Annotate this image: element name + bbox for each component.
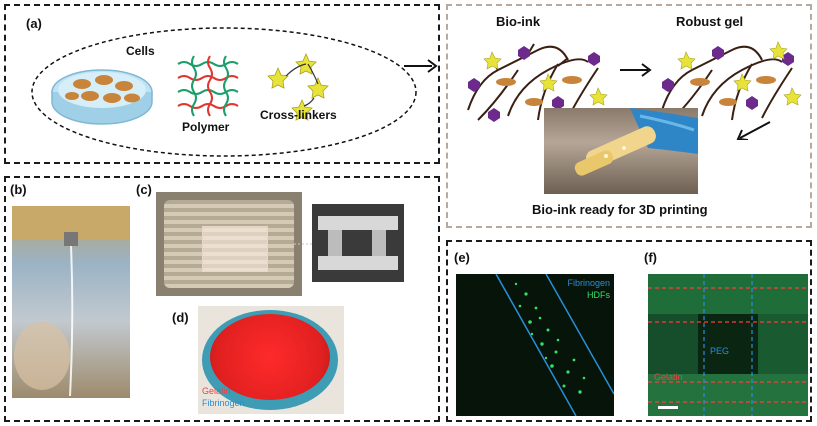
bioink-cells xyxy=(496,76,582,106)
bioink-to-gel-arrow-icon xyxy=(620,63,652,77)
panel-a-tag: (a) xyxy=(26,16,42,31)
panel-c-zoom-photo xyxy=(312,204,404,282)
panel-a-illustration xyxy=(31,27,417,157)
gel-network xyxy=(661,45,793,121)
panel-c-scaffold-photo xyxy=(156,192,302,296)
panel-e-fluorescence-image: Fibrinogen HDFs xyxy=(456,274,614,416)
polymer-label: Polymer xyxy=(182,120,230,134)
panel-b-tag: (b) xyxy=(10,182,27,197)
panel-c-tag: (c) xyxy=(136,182,152,197)
components-ellipse xyxy=(31,27,417,157)
bioink-tube-photo xyxy=(544,108,698,194)
bioink-network-illustration xyxy=(467,41,802,140)
panel-d-construct-photo: Gelatin Fibrinogen xyxy=(198,306,344,414)
polymer-mesh-icon xyxy=(177,55,239,117)
gelatin-label-f: Gelatin xyxy=(654,372,683,382)
bioink-hexagons xyxy=(468,46,600,122)
panel-f-tag: (f) xyxy=(644,250,657,265)
panel-a-components: (a) xyxy=(4,4,440,164)
panel-d-tag: (d) xyxy=(172,310,189,325)
cells-label: Cells xyxy=(126,44,155,58)
panel-e-tag: (e) xyxy=(454,250,470,265)
gel-cells xyxy=(690,76,776,106)
peg-label-f: PEG xyxy=(710,346,730,356)
panel-b-extrusion-photo xyxy=(12,206,130,398)
crosslinker-icon xyxy=(267,52,329,121)
gelatin-label-d: Gelatin xyxy=(202,386,231,396)
bioink-ready-label: Bio-ink ready for 3D printing xyxy=(532,202,708,217)
gel-stars xyxy=(677,41,802,106)
fibrinogen-label-e: Fibrinogen xyxy=(567,278,610,288)
robust-gel-label: Robust gel xyxy=(676,14,744,29)
petri-dish-icon xyxy=(51,69,153,125)
panel-ef: (e) Fibrinogen HDFs (f) xyxy=(446,240,812,422)
panel-f-fluorescence-image: PEG Gelatin xyxy=(648,274,808,416)
gel-hexagons xyxy=(662,46,794,110)
zoom-connector-line xyxy=(294,243,314,245)
hdfs-label-e: HDFs xyxy=(587,290,610,300)
gel-to-tube-arrow-icon xyxy=(736,121,771,140)
panel-bcd: (b) (c) (d) Gelatin Fibrinogen xyxy=(4,176,440,422)
bioink-label: Bio-ink xyxy=(496,14,541,29)
crosslinkers-label: Cross-linkers xyxy=(260,108,337,122)
right-arrow-icon xyxy=(404,59,438,73)
fibrinogen-label-d: Fibrinogen xyxy=(202,398,245,408)
bioink-stars xyxy=(483,51,608,106)
panel-a-bioink: Bio-ink Robust gel xyxy=(446,4,812,228)
